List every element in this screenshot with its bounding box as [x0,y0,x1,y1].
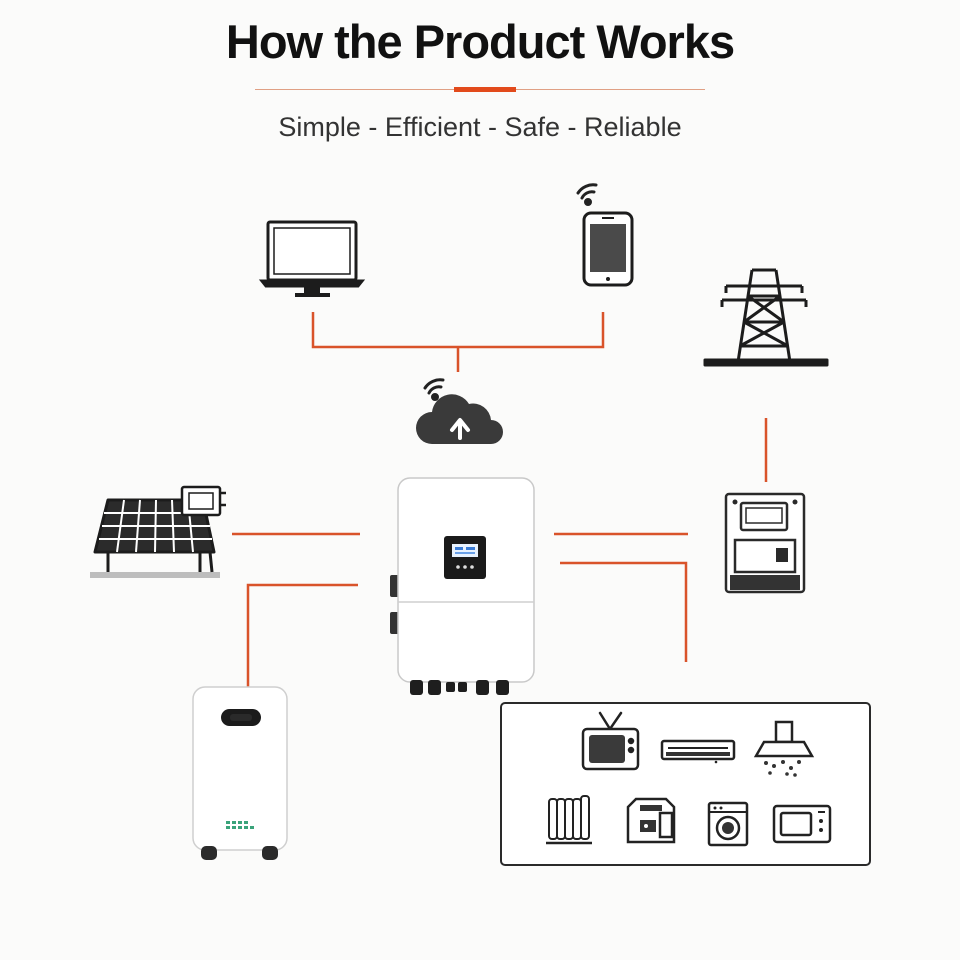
tagline-separator: - [360,112,385,142]
tagline-item: Safe [504,112,561,142]
battery-storage [192,686,288,860]
electric-meter-icon [724,492,806,594]
tagline-separator: - [480,112,505,142]
tagline-item: Reliable [584,112,682,142]
smartphone-icon [582,211,634,287]
title-divider-accent [454,87,516,92]
tagline-item: Efficient [384,112,481,142]
cloud-upload-icon [416,394,503,444]
wifi-icon [423,378,445,401]
microwave-icon [772,804,832,844]
connector-battery-inverter [246,583,358,688]
air-conditioner-icon [660,739,736,764]
tagline: Simple - Efficient - Safe - Reliable [0,112,960,143]
tagline-separator: - [560,112,585,142]
tv-icon [581,711,640,771]
hybrid-inverter [390,477,535,695]
household-appliances [500,702,871,866]
page-title: How the Product Works [225,15,735,68]
connection-lines [232,312,768,688]
connector-inverter-loads [560,561,688,662]
range-hood-icon [753,720,815,777]
wifi-icon [576,183,598,206]
tagline-item: Simple [278,112,361,142]
connector-devices-cloud [311,312,605,372]
oil-heater-icon [546,795,592,845]
solar-panel-icon [90,485,226,578]
coffee-machine-icon [626,797,676,844]
power-tower-icon [703,268,829,367]
laptop-icon [258,220,366,297]
washing-machine-icon [707,801,749,847]
